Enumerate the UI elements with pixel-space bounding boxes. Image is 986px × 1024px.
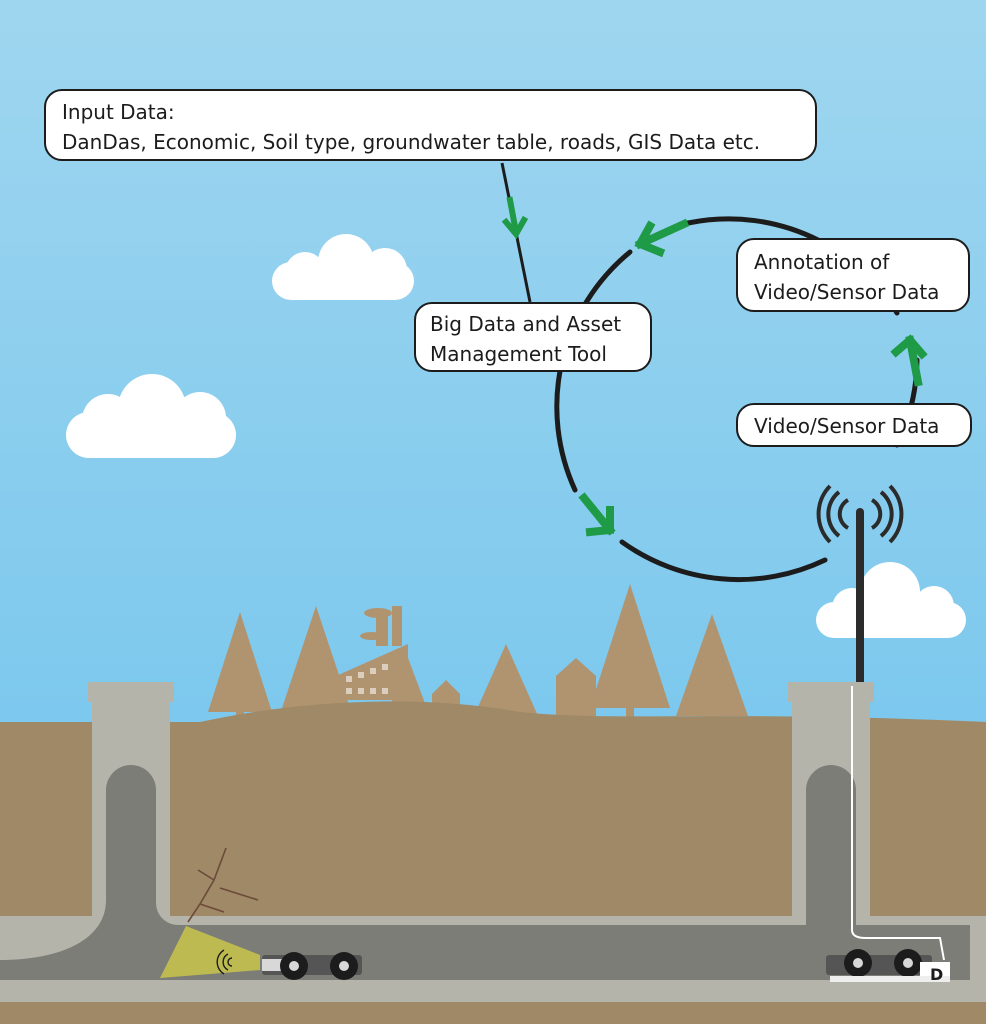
tree-icon [590,584,670,720]
tree-icon [676,614,748,720]
tree-icon [208,612,272,722]
input-data-list: DanDas, Economic, Soil type, groundwater… [62,130,761,154]
asset-management-tool-box: Big Data and Asset Management Tool [414,302,652,372]
arrow-icon [578,492,616,537]
arrow-icon [890,334,928,387]
pipe-interior [0,765,970,980]
video-sensor-label: Video/Sensor Data [754,414,940,438]
annotation-box: Annotation of Video/Sensor Data [736,238,970,312]
arrow-icon [501,196,529,240]
skyline [208,584,748,722]
crack-icon [187,847,259,923]
house-icon [556,658,596,720]
robot-letter: D [930,965,943,984]
antenna-icon [816,484,904,686]
inspection-robot-docked: D [826,686,950,984]
inspection-robot [262,952,362,980]
tree-icon [390,658,426,706]
video-sensor-box: Video/Sensor Data [736,403,972,447]
tool-label-line2: Management Tool [430,342,607,366]
cloud-icon [272,234,414,300]
annotation-label-line2: Video/Sensor Data [754,280,940,304]
factory-icon [336,606,408,700]
arrow-icon [634,218,690,258]
camera-light-beam [160,926,260,978]
signal-icon [216,949,233,975]
input-data-title: Input Data: [62,100,175,124]
annotation-label-line1: Annotation of [754,250,890,274]
input-data-box: Input Data: DanDas, Economic, Soil type,… [44,89,817,161]
cloud-icon [816,562,966,638]
cloud-icon [66,374,236,458]
tool-label-line1: Big Data and Asset [430,312,622,336]
sewer-pipe [0,682,986,1002]
